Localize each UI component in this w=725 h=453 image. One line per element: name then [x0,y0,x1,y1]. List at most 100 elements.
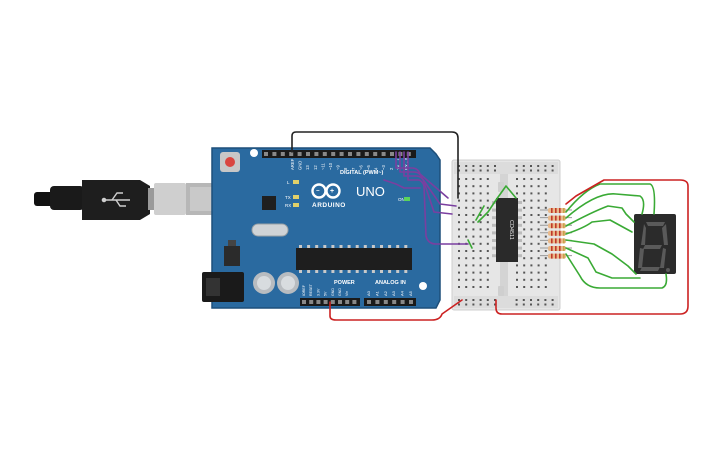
bb-hole[interactable] [479,299,482,301]
bb-hole[interactable] [544,228,547,231]
bb-hole[interactable] [465,235,468,238]
bb-hole[interactable] [465,286,468,288]
bb-hole[interactable] [486,185,489,188]
bb-hole[interactable] [544,199,547,202]
bb-hole[interactable] [479,169,482,172]
bb-hole[interactable] [523,250,526,252]
bb-hole[interactable] [544,192,547,195]
bb-hole[interactable] [479,214,482,216]
bb-hole[interactable] [465,257,468,260]
bb-hole[interactable] [465,271,468,274]
bb-hole[interactable] [494,169,496,172]
bb-hole[interactable] [516,286,518,288]
bb-hole[interactable] [479,192,482,195]
bb-hole[interactable] [479,303,482,306]
bb-hole[interactable] [472,169,475,172]
header-pin[interactable] [400,300,405,304]
bb-hole[interactable] [458,192,460,195]
bb-hole[interactable] [465,185,468,188]
bb-hole[interactable] [523,178,526,180]
header-pin[interactable] [272,152,277,156]
bb-hole[interactable] [530,169,532,172]
bb-hole[interactable] [479,199,482,202]
bb-hole[interactable] [530,242,533,245]
bb-hole[interactable] [523,271,526,274]
bb-hole[interactable] [544,221,547,224]
bb-hole[interactable] [465,199,468,202]
bb-hole[interactable] [537,286,540,288]
bb-hole[interactable] [530,278,533,281]
bb-hole[interactable] [537,228,540,231]
bb-hole[interactable] [530,206,533,209]
bb-hole[interactable] [479,264,482,267]
bb-hole[interactable] [530,199,533,202]
header-pin[interactable] [409,300,413,304]
bb-hole[interactable] [486,192,489,195]
bb-hole[interactable] [486,250,489,252]
bb-hole[interactable] [479,221,482,224]
header-pin[interactable] [280,152,285,156]
bb-hole[interactable] [530,185,533,188]
bb-hole[interactable] [523,257,526,260]
analog-header[interactable] [364,298,416,306]
header-pin[interactable] [331,152,336,156]
bb-hole[interactable] [516,185,518,188]
bb-hole[interactable] [472,199,475,202]
bb-hole[interactable] [486,271,489,274]
bb-hole[interactable] [551,169,554,172]
bb-hole[interactable] [544,242,547,245]
bb-hole[interactable] [544,278,547,281]
header-pin[interactable] [348,152,352,156]
bb-hole[interactable] [458,286,460,288]
bb-hole[interactable] [458,278,460,281]
bb-hole[interactable] [537,242,540,245]
bb-hole[interactable] [530,303,532,306]
bb-hole[interactable] [530,235,533,238]
bb-hole[interactable] [537,206,540,209]
bb-hole[interactable] [465,169,468,172]
bb-hole[interactable] [472,235,475,238]
header-pin[interactable] [264,152,268,156]
header-pin[interactable] [289,152,294,156]
header-pin[interactable] [330,300,335,304]
bb-hole[interactable] [458,264,460,267]
bb-hole[interactable] [537,192,540,195]
bb-hole[interactable] [494,165,496,167]
header-pin[interactable] [373,152,378,156]
bb-hole[interactable] [465,299,468,301]
bb-hole[interactable] [458,165,460,167]
header-pin[interactable] [322,152,327,156]
bb-hole[interactable] [465,228,468,231]
bb-hole[interactable] [523,185,526,188]
header-pin[interactable] [381,152,386,156]
bb-hole[interactable] [465,264,468,267]
wires[interactable] [291,131,689,321]
bb-hole[interactable] [486,278,489,281]
header-pin[interactable] [302,300,306,304]
bb-hole[interactable] [530,257,533,260]
bb-hole[interactable] [472,206,475,209]
bb-hole[interactable] [551,303,554,306]
bb-hole[interactable] [458,299,460,301]
bb-hole[interactable] [465,278,468,281]
bb-hole[interactable] [530,264,533,267]
bb-hole[interactable] [530,299,532,301]
bb-hole[interactable] [530,286,533,288]
bb-hole[interactable] [522,169,525,172]
bb-hole[interactable] [472,165,475,167]
header-pin[interactable] [356,152,361,156]
bb-hole[interactable] [515,299,518,301]
bb-hole[interactable] [479,271,482,274]
header-pin[interactable] [375,300,380,304]
bb-hole[interactable] [530,271,533,274]
bb-hole[interactable] [544,250,547,252]
bb-hole[interactable] [516,264,518,267]
bb-hole[interactable] [486,286,489,288]
bb-hole[interactable] [544,286,547,288]
bb-hole[interactable] [523,199,526,202]
bb-hole[interactable] [551,165,554,167]
bb-hole[interactable] [486,199,489,202]
bb-hole[interactable] [516,271,518,274]
bb-hole[interactable] [479,278,482,281]
